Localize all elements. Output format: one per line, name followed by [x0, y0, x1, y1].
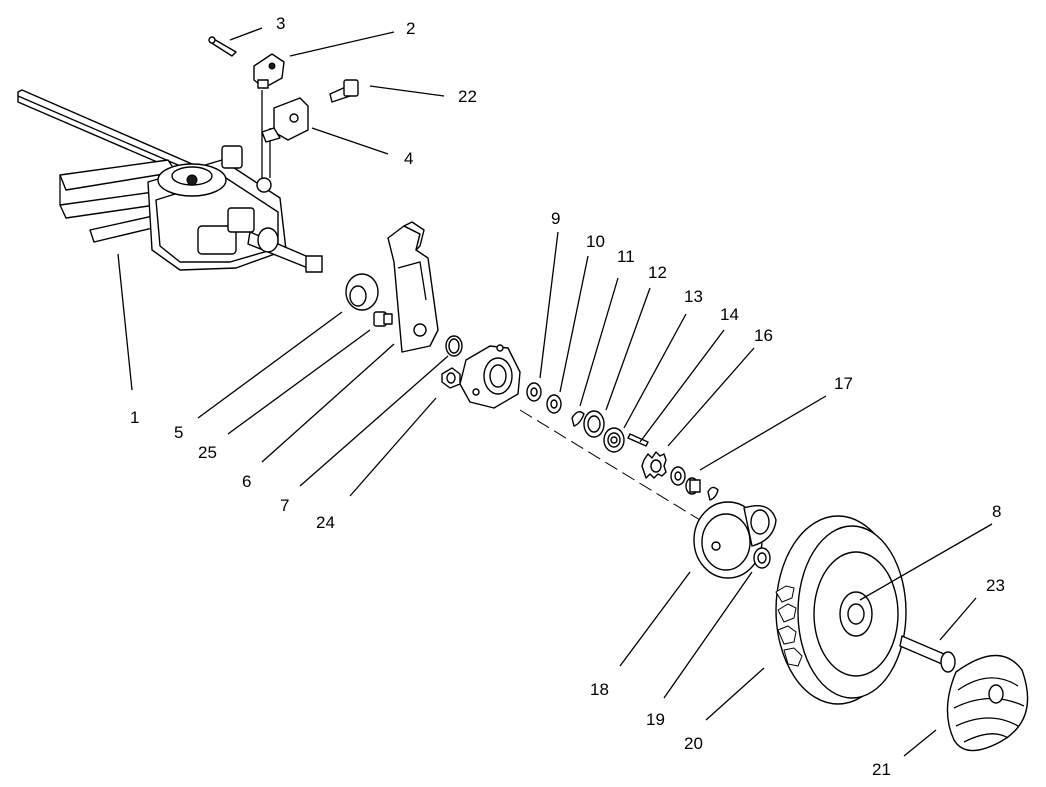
callout-4: 4	[404, 149, 413, 168]
transmission-housing	[147, 145, 323, 273]
callout-22: 22	[458, 87, 477, 106]
callout-20: 20	[684, 734, 703, 753]
height-adjust-bracket	[261, 97, 309, 143]
callout-21: 21	[872, 760, 891, 779]
callout-18: 18	[590, 680, 609, 699]
washer-17a	[670, 466, 686, 486]
callout-24: 24	[316, 513, 335, 532]
leader-lines	[117, 27, 993, 757]
snap-ring	[445, 335, 463, 357]
callout-25: 25	[198, 443, 217, 462]
pinion-gear-16	[641, 451, 667, 479]
callout-labels: 3 2 22 4 1 5 25 6 7 24 9 10 11 12 13 14 …	[130, 14, 1005, 779]
wheel-washer	[753, 547, 771, 569]
nut	[441, 367, 461, 389]
callout-16: 16	[754, 326, 773, 345]
hub-cap	[946, 654, 1029, 752]
callout-17: 17	[834, 374, 853, 393]
spacer-17b	[685, 477, 701, 495]
callout-1: 1	[130, 408, 139, 427]
wheel	[775, 515, 907, 705]
retaining-clip-11	[571, 411, 585, 427]
callout-11: 11	[617, 247, 635, 266]
callout-13: 13	[684, 287, 703, 306]
retaining-clip-17c	[707, 486, 719, 501]
screw	[373, 311, 393, 327]
bushing-washer	[345, 273, 379, 311]
callout-14: 14	[720, 305, 739, 324]
washer-10	[546, 394, 562, 414]
callout-9: 9	[551, 209, 560, 228]
callout-8: 8	[992, 502, 1001, 521]
callout-7: 7	[280, 496, 289, 515]
washer-9	[526, 382, 542, 402]
bearing-13	[603, 427, 625, 453]
bolt	[329, 79, 359, 103]
callout-23: 23	[986, 576, 1005, 595]
height-adjust-plate	[387, 221, 439, 353]
callout-12: 12	[648, 263, 667, 282]
washer-12	[583, 410, 605, 438]
callout-19: 19	[646, 710, 665, 729]
wheel-bearing-housing	[459, 344, 521, 409]
cotter-pin	[208, 36, 237, 57]
callout-3: 3	[276, 14, 285, 33]
callout-10: 10	[586, 232, 605, 251]
callout-5: 5	[174, 423, 183, 442]
cam-knob	[253, 53, 285, 89]
gear-cover	[693, 501, 777, 579]
callout-6: 6	[242, 472, 251, 491]
wheel-bolt	[899, 635, 956, 673]
callout-2: 2	[406, 19, 415, 38]
